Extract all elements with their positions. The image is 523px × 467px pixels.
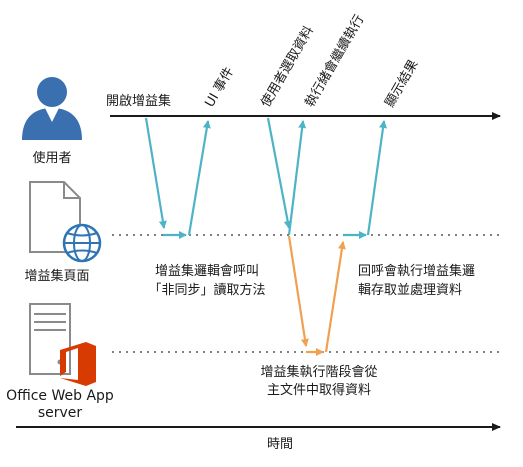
actor-page-label: 增益集頁面	[24, 269, 90, 284]
document-globe-icon	[29, 181, 102, 263]
note-callback: 回呼會執行增益集邏 輯存取並處理資料	[358, 264, 476, 298]
event-ui-label: UI 事件	[202, 65, 237, 110]
user-icon	[22, 77, 82, 140]
event-continue-label: 執行緒會繼續執行	[302, 12, 368, 110]
blue-flow	[144, 117, 387, 239]
event-result-label: 顯示結果	[382, 57, 421, 110]
event-open-label: 開啟增益集	[106, 94, 172, 109]
server-office-icon	[29, 303, 96, 386]
actor-user-label: 使用者	[32, 151, 72, 166]
note-server-read: 增益集執行階段會從 主文件中取得資料	[260, 365, 378, 398]
note-async: 增益集邏輯會呼叫 「非同步」讀取方法	[148, 264, 266, 298]
actor-server-label: Office Web App server	[6, 388, 114, 421]
time-axis-label: 時間	[266, 437, 293, 452]
orange-flow	[287, 235, 346, 356]
